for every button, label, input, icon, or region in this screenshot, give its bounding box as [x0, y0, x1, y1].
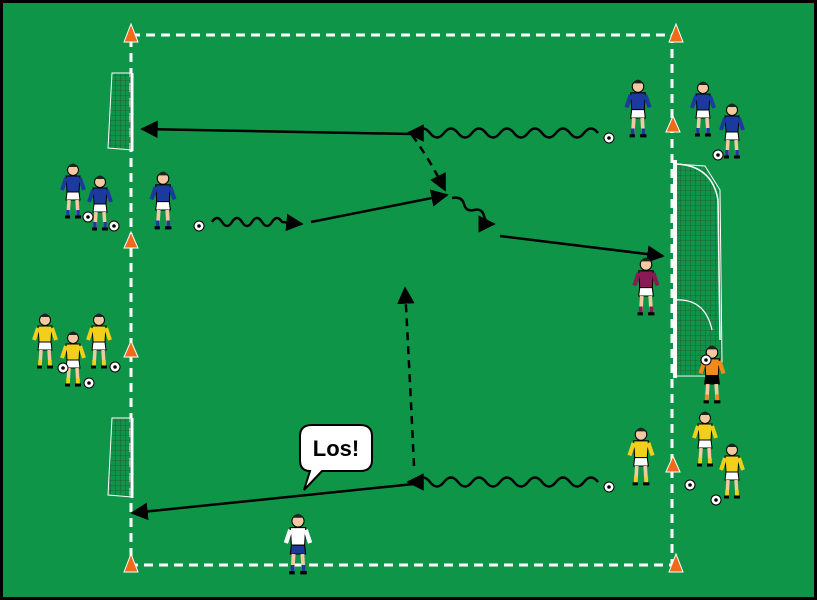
pass-arrow-to-wall — [310, 189, 449, 224]
cone-icon — [668, 552, 684, 573]
player-blue-waiting — [690, 81, 716, 137]
cone-icon — [123, 22, 139, 43]
ball-icon — [684, 479, 696, 491]
player-yellow-waiting — [32, 313, 58, 369]
ball-icon — [57, 362, 69, 374]
playing-area-boundary — [129, 33, 674, 567]
dribble-arrow-bottom — [406, 473, 599, 491]
players-group — [32, 79, 745, 575]
cone-group — [123, 22, 684, 573]
player-yellow-dribbling — [627, 427, 655, 486]
small-goal-bottom — [107, 417, 134, 498]
ball-icon — [603, 481, 615, 493]
large-goal — [673, 160, 723, 378]
ball-icon — [108, 220, 120, 232]
coach — [283, 513, 313, 575]
speech-bubble: Los! — [299, 424, 373, 491]
cone-icon — [665, 114, 681, 133]
shot-arrow — [499, 234, 665, 263]
pass-arrow-bottom — [130, 482, 415, 521]
run-arrow-dashed-bottom — [397, 286, 416, 467]
dribble-arrow-top — [406, 124, 599, 142]
ball-icon — [193, 220, 205, 232]
ball-icon — [83, 377, 95, 389]
arrow-group — [130, 120, 665, 521]
player-blue-waiting — [87, 175, 113, 231]
cone-icon — [123, 339, 139, 358]
speech-bubble-text: Los! — [313, 436, 359, 461]
ball-icon — [109, 361, 121, 373]
cone-icon — [665, 454, 681, 473]
player-blue-dribbling — [624, 79, 652, 138]
ball-icon — [82, 211, 94, 223]
ball-icon — [710, 494, 722, 506]
ball-icon — [712, 149, 724, 161]
player-yellow-waiting — [692, 411, 718, 467]
player-blue-waiting — [719, 103, 745, 159]
pass-arrow-top — [140, 120, 413, 139]
small-goal-top — [107, 72, 134, 151]
player-yellow-waiting — [719, 443, 745, 499]
balls-group — [57, 132, 724, 506]
dribble-arrow-player — [210, 213, 304, 232]
cone-icon — [668, 22, 684, 43]
goalkeeper-in-goal — [632, 257, 660, 316]
player-blue-waiting — [60, 163, 86, 219]
dribble-arrow-middle — [451, 196, 496, 233]
cone-icon — [123, 552, 139, 573]
ball-icon — [603, 132, 615, 144]
cone-icon — [123, 230, 139, 249]
player-blue-dribbling — [149, 171, 177, 230]
ball-icon — [700, 354, 712, 366]
player-yellow-waiting — [86, 313, 112, 369]
